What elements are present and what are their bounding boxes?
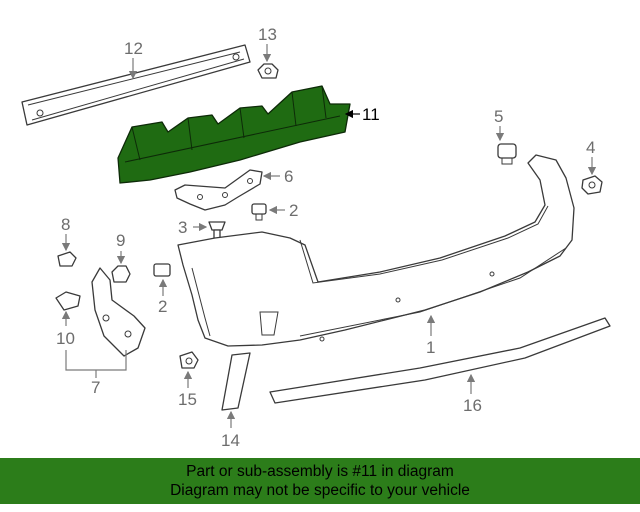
part-11-energy-absorber[interactable] [117,85,351,184]
callout-6: 6 [284,167,293,186]
part-15-bolt[interactable] [179,351,199,369]
part-1-bumper-cover[interactable] [177,154,575,347]
part-8-screw[interactable] [57,251,77,267]
callout-9: 9 [116,231,125,250]
callout-2-upper: 2 [289,201,298,220]
callout-4: 4 [586,138,595,157]
banner-line-disclaimer: Diagram may not be specific to your vehi… [170,482,470,499]
part-2-clip-lower[interactable] [153,263,171,277]
callout-2-lower: 2 [158,297,167,316]
part-7-bracket[interactable] [91,267,146,357]
info-banner: Part or sub-assembly is #11 in diagram D… [0,458,640,504]
callout-11: 11 [362,105,380,124]
callout-3: 3 [178,218,187,237]
part-2-clip-upper[interactable] [251,203,267,221]
callout-14: 14 [221,431,240,450]
part-14-reflector[interactable] [221,352,251,411]
callout-5: 5 [494,107,503,126]
part-9-nut[interactable] [111,265,131,283]
part-16-molding[interactable] [269,317,611,404]
parts-diagram: 12 13 11 5 4 6 2 3 8 9 2 10 7 15 14 1 16 [21,25,611,450]
callout-16: 16 [463,396,482,415]
callout-10: 10 [56,329,75,348]
callout-8: 8 [61,215,70,234]
part-6-bracket[interactable] [174,169,263,211]
part-5-clip[interactable] [497,143,517,165]
banner-line-part: Part or sub-assembly is #11 in diagram [186,463,454,480]
leader-lines [61,44,597,428]
part-10-clip[interactable] [55,291,81,311]
callout-15: 15 [178,390,197,409]
part-13-nut[interactable] [257,63,279,79]
callout-1: 1 [426,338,435,357]
callout-12: 12 [124,39,143,58]
callout-13: 13 [258,25,277,44]
callout-7: 7 [91,378,100,397]
part-4-bolt[interactable] [581,175,603,195]
